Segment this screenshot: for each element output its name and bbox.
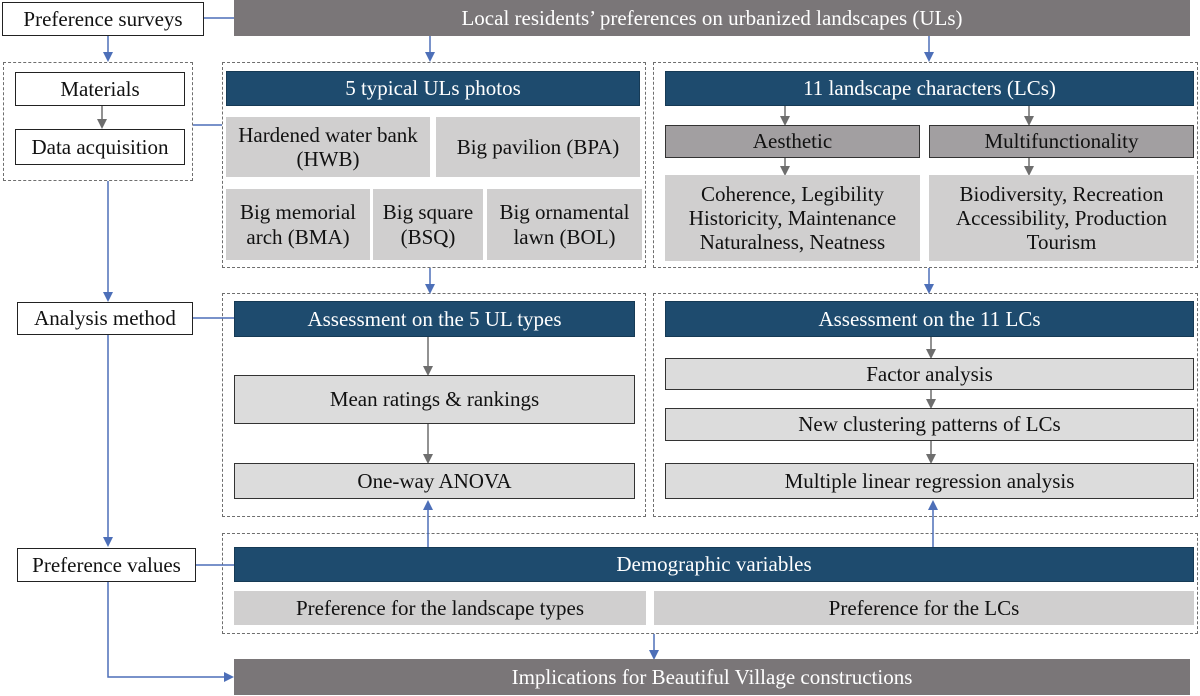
analysis-method-box: Analysis method [17, 302, 193, 335]
photo-bsq: Big square (BSQ) [373, 189, 483, 260]
aesthetic-item: Coherence, Legibility [700, 181, 885, 206]
multifunctionality-item: Accessibility, Production [956, 205, 1167, 230]
lc-assessment-title: Assessment on the 11 LCs [665, 301, 1194, 337]
materials-box: Materials [15, 72, 185, 106]
photos-title: 5 typical ULs photos [226, 71, 640, 106]
implications-bar: Implications for Beautiful Village const… [234, 659, 1190, 695]
lcs-group [653, 62, 1198, 268]
data-acquisition-box: Data acquisition [15, 129, 185, 165]
aesthetic-item: Naturalness, Neatness [699, 230, 886, 255]
preference-surveys-box: Preference surveys [2, 2, 204, 36]
aesthetic-item: Historicity, Maintenance [688, 205, 897, 230]
arrow-prefvalues-implications [107, 582, 234, 682]
pref-types-box: Preference for the landscape types [234, 591, 646, 625]
regression-box: Multiple linear regression analysis [665, 463, 1194, 499]
anova-box: One-way ANOVA [234, 463, 635, 499]
photos-group [222, 62, 646, 268]
photo-bma: Big memorial arch (BMA) [226, 189, 370, 260]
pref-lcs-box: Preference for the LCs [654, 591, 1194, 625]
aesthetic-items: Coherence, Legibility Historicity, Maint… [665, 175, 920, 261]
photo-bpa: Big pavilion (BPA) [436, 117, 640, 177]
photo-hwb: Hardened water bank (HWB) [226, 117, 430, 177]
preference-values-group [222, 533, 1198, 634]
preference-values-box: Preference values [17, 548, 196, 582]
clustering-box: New clustering patterns of LCs [665, 408, 1194, 441]
lcs-title: 11 landscape characters (LCs) [665, 71, 1194, 106]
factor-analysis-box: Factor analysis [665, 358, 1194, 390]
multifunctionality-box: Multifunctionality [929, 125, 1194, 158]
mean-ratings-box: Mean ratings & rankings [234, 375, 635, 424]
multifunctionality-item: Biodiversity, Recreation [959, 181, 1164, 206]
multifunctionality-item: Tourism [1026, 230, 1097, 255]
ul-assessment-title: Assessment on the 5 UL types [234, 301, 635, 337]
demographic-bar: Demographic variables [234, 547, 1194, 582]
multifunctionality-items: Biodiversity, Recreation Accessibility, … [929, 175, 1194, 261]
photo-bol: Big ornamental lawn (BOL) [487, 189, 642, 260]
materials-group [3, 62, 193, 181]
aesthetic-box: Aesthetic [665, 125, 920, 158]
header-bar: Local residents’ preferences on urbanize… [234, 0, 1190, 36]
